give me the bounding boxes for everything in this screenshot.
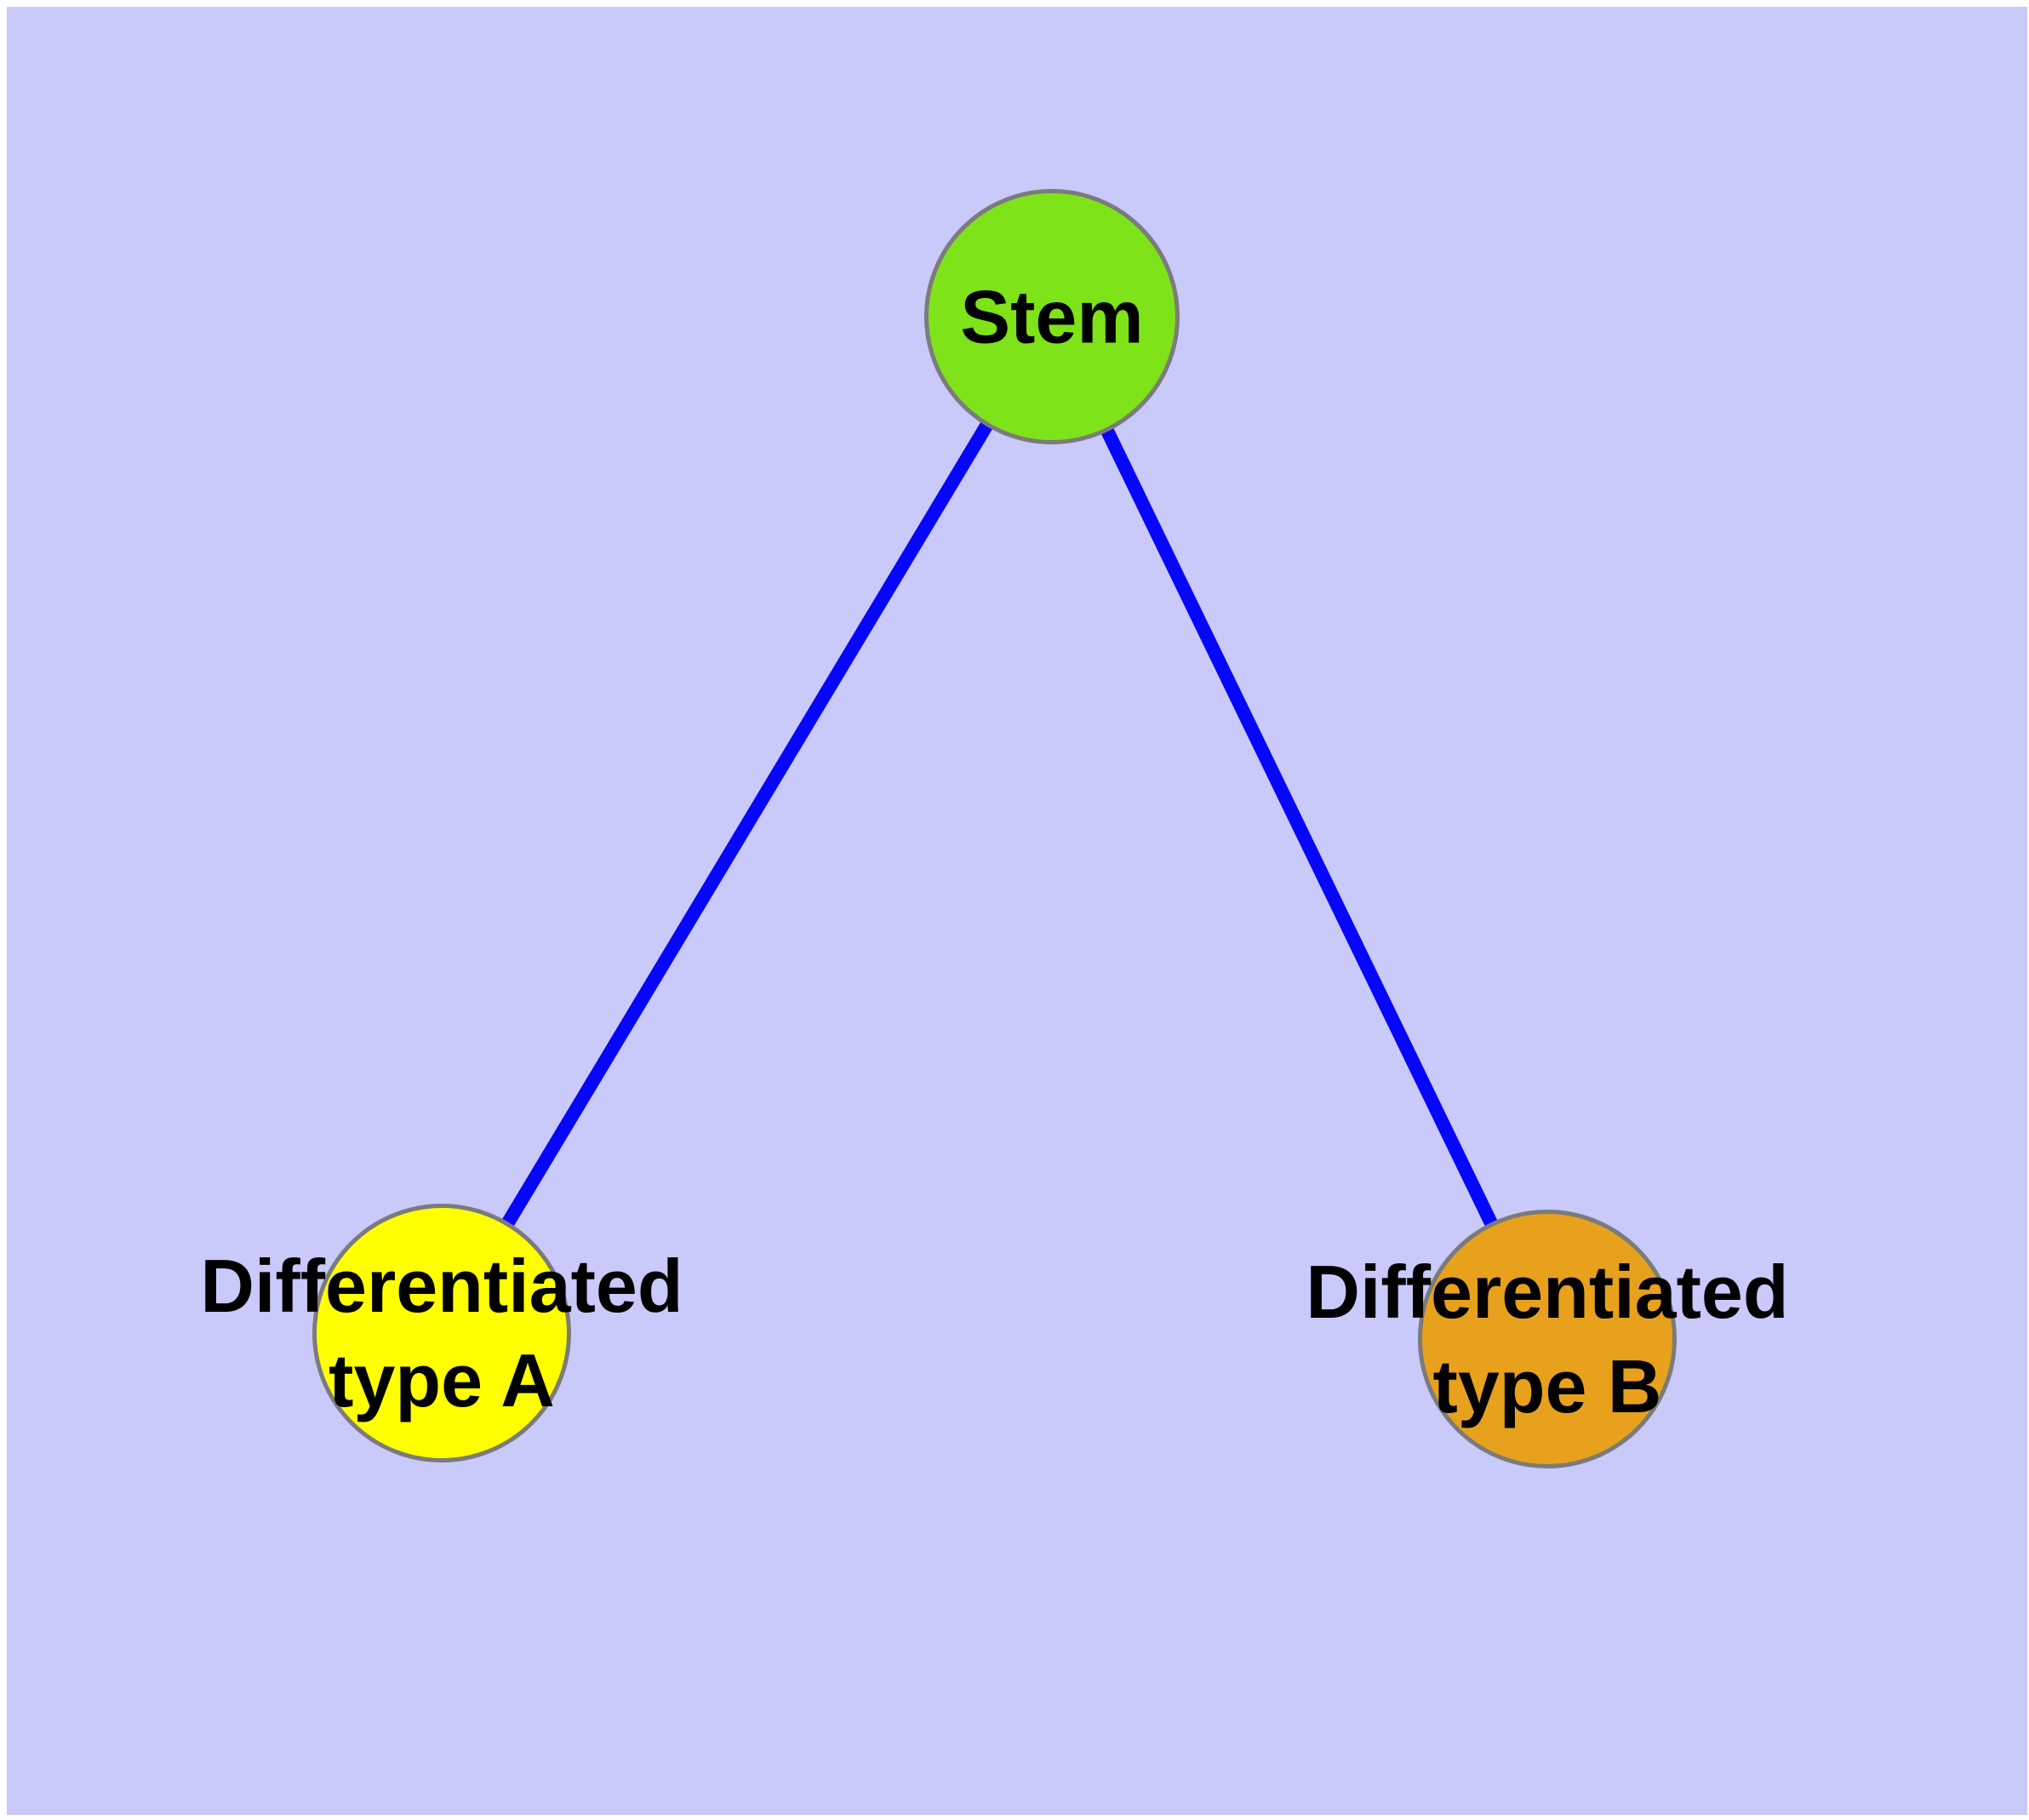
node-type-a-circle (312, 1204, 571, 1462)
node-type-a-label-line-1: Differentiated (200, 1244, 683, 1328)
node-type-a-label-line-2: type A (329, 1338, 555, 1422)
edge-stem-to-type-a (435, 310, 1059, 1340)
node-stem-label-line: Stem (960, 274, 1144, 359)
node-stem-circle (924, 189, 1180, 444)
node-type-a-label: Differentiated type A (200, 1239, 683, 1428)
node-stem-label: Stem (960, 270, 1143, 364)
edge-stem-to-type-b (1045, 310, 1554, 1346)
node-type-b-circle (1418, 1210, 1677, 1468)
node-type-b-label: Differentiated type B (1306, 1245, 1788, 1434)
node-type-b-label-line-1: Differentiated (1306, 1250, 1789, 1334)
node-type-b-label-line-2: type B (1432, 1344, 1662, 1428)
